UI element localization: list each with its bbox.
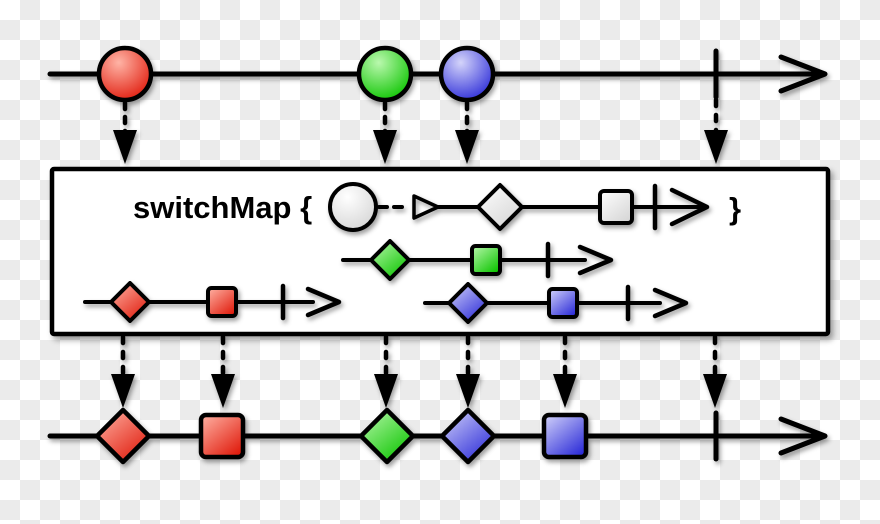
input-to-box-arrows bbox=[113, 97, 728, 164]
marble-circle-neutral bbox=[328, 182, 378, 232]
marble-square-neutral bbox=[598, 189, 634, 225]
inner-blue-arrowhead-icon bbox=[652, 287, 689, 319]
marble-diamond-blue-inner bbox=[447, 282, 489, 324]
marble-circle-red bbox=[96, 45, 154, 103]
marble-diamond-neutral bbox=[476, 183, 524, 231]
inner-stream-blue bbox=[423, 282, 689, 324]
operator-close-brace: } bbox=[729, 191, 741, 226]
maps-to-triangle-icon bbox=[412, 194, 440, 220]
marble-square-blue-inner bbox=[547, 287, 579, 319]
arrowhead-icon bbox=[373, 130, 397, 164]
input-stream bbox=[47, 45, 828, 103]
arrowhead-icon bbox=[374, 374, 398, 408]
inner-stream-green bbox=[341, 239, 614, 281]
arrowhead-icon bbox=[111, 374, 135, 408]
inner-green-arrowhead-icon bbox=[577, 244, 614, 276]
down-arrow-complete bbox=[704, 97, 728, 164]
operator-label: switchMap { bbox=[133, 190, 312, 225]
marble-square-red-inner bbox=[206, 286, 238, 318]
down-arrow-output-complete bbox=[703, 334, 727, 408]
marble-diamond-red bbox=[94, 407, 152, 465]
inner-stream-red bbox=[83, 281, 342, 323]
marble-square-red bbox=[198, 412, 246, 460]
marble-square-green-inner bbox=[470, 244, 502, 276]
down-arrow-green-circle bbox=[373, 100, 397, 164]
box-to-output-arrows bbox=[111, 334, 727, 408]
projection-arrowhead-icon bbox=[669, 187, 710, 227]
marble-diamond-blue bbox=[439, 407, 497, 465]
arrowhead-icon bbox=[553, 374, 577, 408]
output-stream bbox=[47, 407, 828, 465]
marble-diamond-green-inner bbox=[369, 239, 411, 281]
marble-circle-blue bbox=[438, 45, 496, 103]
down-arrow-blue-square bbox=[553, 334, 577, 408]
arrowhead-icon bbox=[211, 374, 235, 408]
marble-square-blue bbox=[541, 412, 589, 460]
arrowhead-icon bbox=[113, 130, 137, 164]
projection-stream bbox=[328, 182, 710, 232]
down-arrow-red-diamond bbox=[111, 334, 135, 408]
inner-red-arrowhead-icon bbox=[305, 286, 342, 318]
input-arrowhead-icon bbox=[778, 54, 828, 94]
down-arrow-red-square bbox=[211, 334, 235, 408]
marble-circle-green bbox=[356, 45, 414, 103]
down-arrow-green-diamond bbox=[374, 334, 398, 408]
arrowhead-icon bbox=[456, 374, 480, 408]
arrowhead-icon bbox=[704, 130, 728, 164]
arrowhead-icon bbox=[703, 374, 727, 408]
output-arrowhead-icon bbox=[778, 416, 828, 456]
marble-diamond-red-inner bbox=[109, 281, 151, 323]
arrowhead-icon bbox=[455, 130, 479, 164]
marble-diamond-green bbox=[358, 407, 416, 465]
down-arrow-blue-circle bbox=[455, 100, 479, 164]
down-arrow-blue-diamond bbox=[456, 334, 480, 408]
down-arrow-red-circle bbox=[113, 100, 137, 164]
